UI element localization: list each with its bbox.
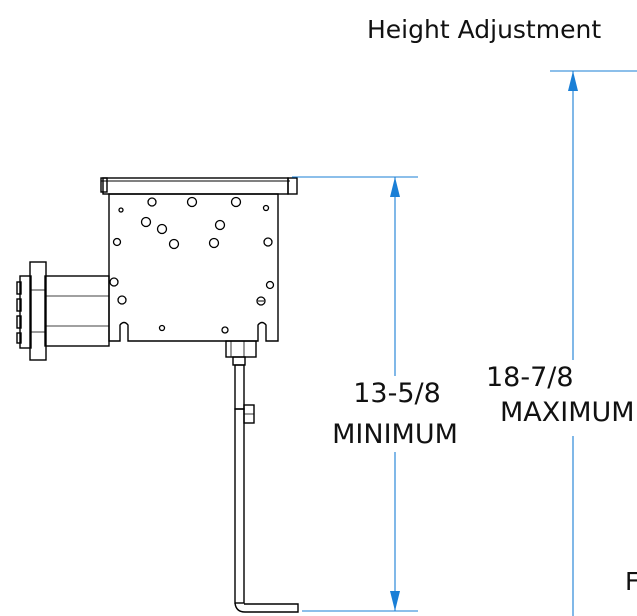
minimum-dimension-label: MINIMUM [332,419,458,450]
maximum-dimension-value: 18-7/8 [486,362,574,393]
maximum-dimension-label: MAXIMUM [500,397,635,428]
cut-off-label: F [625,567,637,596]
drawing-title: Height Adjustment [367,15,602,44]
max-arrow-top [568,71,578,91]
bracket-assembly [16,177,299,613]
min-arrow-top [390,177,400,197]
min-arrow-bottom [390,591,400,611]
dimension-lines [292,70,637,616]
plate-holes [109,196,275,334]
minimum-dimension-value: 13-5/8 [353,378,441,409]
